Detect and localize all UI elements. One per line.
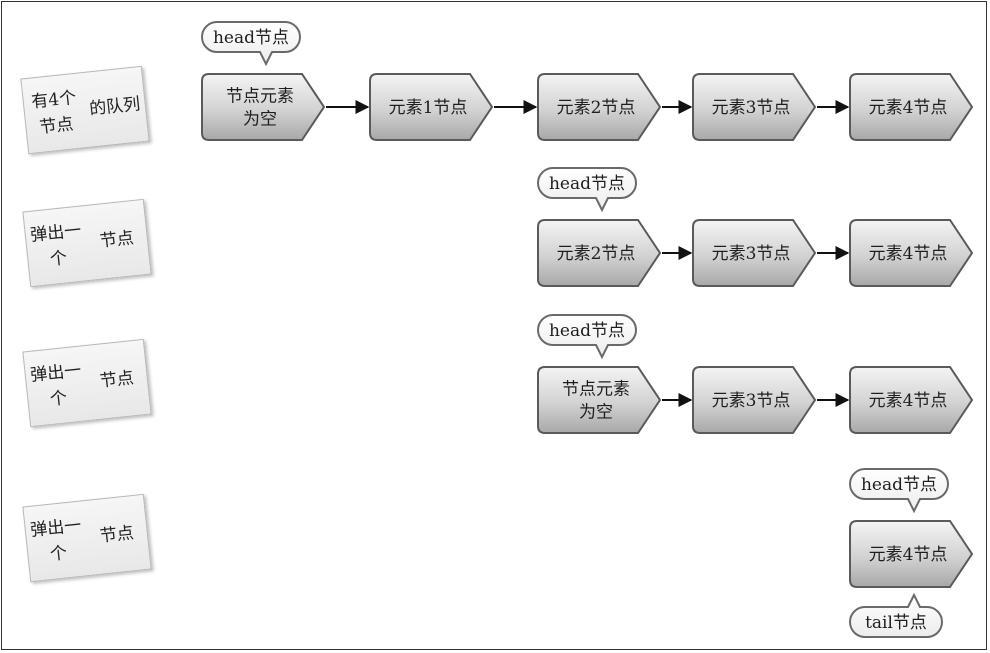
- step-1-node-4: 元素3节点: [692, 73, 817, 141]
- step-1-head-callout-bubble: [201, 21, 301, 67]
- step-2-head-callout: head节点: [537, 167, 637, 213]
- step-3-node-2-shape: [692, 366, 817, 434]
- step-1-node-3-label: 元素2节点: [557, 98, 636, 118]
- step-4-head-callout: head节点: [849, 468, 949, 514]
- step-1-node-4-shape: [692, 73, 817, 141]
- step-2-node-1: 元素2节点: [537, 219, 662, 287]
- step-2-node-1-shape: [537, 219, 662, 287]
- step-4-tail-callout: tail节点: [849, 592, 943, 638]
- step-4-node-1-label: 元素4节点: [869, 545, 948, 565]
- step-1-node-1-label: 节点元素: [226, 87, 294, 107]
- step-3-head-callout: head节点: [537, 314, 637, 360]
- step-4-head-callout-label: head节点: [861, 475, 937, 495]
- step-3-node-2: 元素3节点: [692, 366, 817, 434]
- step-1-head-callout-label: head节点: [213, 28, 289, 48]
- step-4-tail-callout-bubble: [849, 592, 943, 638]
- step-4-head-callout-bubble: [849, 468, 949, 514]
- step-3-node-3: 元素4节点: [849, 366, 974, 434]
- step-3-node-1-shape: [537, 366, 662, 434]
- step-1-node-2-label: 元素1节点: [389, 98, 468, 118]
- step-1-node-4-label: 元素3节点: [712, 98, 791, 118]
- step-2-node-1-label: 元素2节点: [557, 244, 636, 264]
- step-1-node-3-shape: [537, 73, 662, 141]
- step-4-node-1-shape: [849, 520, 974, 588]
- step-2-head-callout-bubble: [537, 167, 637, 213]
- step-1-node-1-label: 为空: [243, 110, 277, 130]
- step-3-head-callout-bubble: [537, 314, 637, 360]
- step-3-node-3-shape: [849, 366, 974, 434]
- step-3-node-2-label: 元素3节点: [712, 391, 791, 411]
- step-2-node-3: 元素4节点: [849, 219, 974, 287]
- step-2-node-2-shape: [692, 219, 817, 287]
- step-2-head-callout-label: head节点: [549, 174, 625, 194]
- step-1-node-5-shape: [849, 73, 974, 141]
- step-4-tail-callout-label: tail节点: [865, 613, 927, 633]
- step-1-node-1-shape: [201, 73, 326, 141]
- step-2-node-2-label: 元素3节点: [712, 244, 791, 264]
- step-3-node-1-label: 节点元素: [562, 380, 630, 400]
- step-3-head-callout-label: head节点: [549, 321, 625, 341]
- step-2-node-3-label: 元素4节点: [869, 244, 948, 264]
- step-4-node-1: 元素4节点: [849, 520, 974, 588]
- step-1-node-5-label: 元素4节点: [869, 98, 948, 118]
- step-3-node-1-label: 为空: [579, 403, 613, 423]
- step-1-node-3: 元素2节点: [537, 73, 662, 141]
- step-1-head-callout: head节点: [201, 21, 301, 67]
- step-1-node-5: 元素4节点: [849, 73, 974, 141]
- step-3-node-3-label: 元素4节点: [869, 391, 948, 411]
- step-2-node-2: 元素3节点: [692, 219, 817, 287]
- step-2-node-3-shape: [849, 219, 974, 287]
- step-1-node-2: 元素1节点: [369, 73, 494, 141]
- step-1-node-2-shape: [369, 73, 494, 141]
